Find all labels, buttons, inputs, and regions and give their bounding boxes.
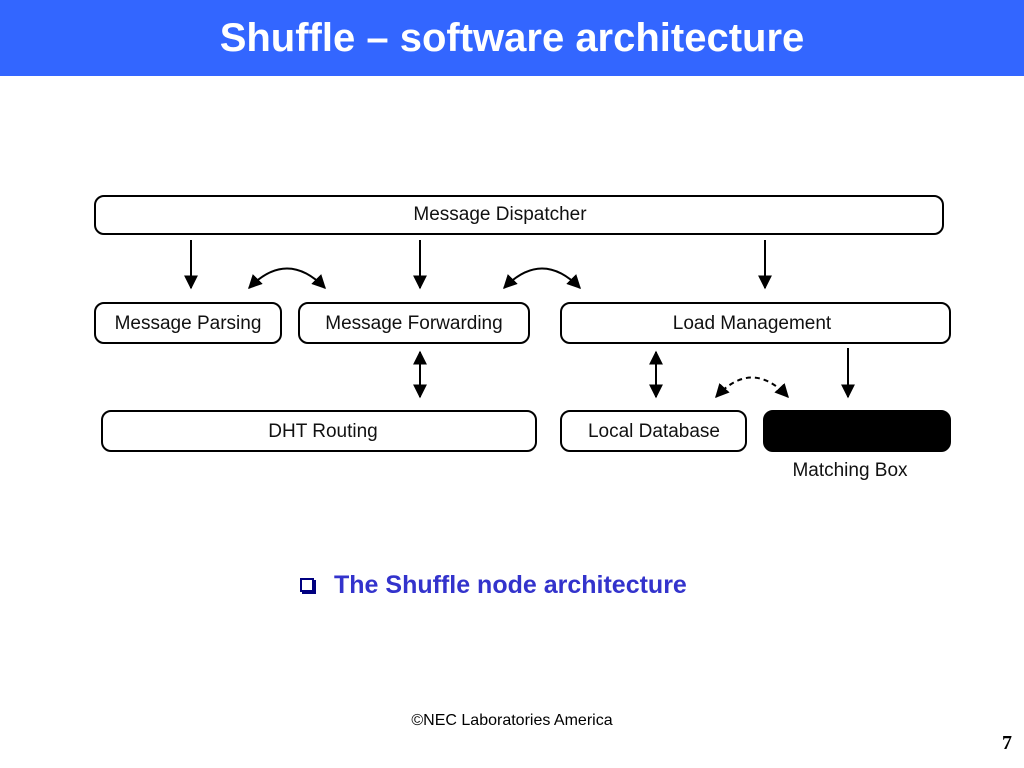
node-matching-box: Matching Box xyxy=(763,410,951,481)
page-number: 7 xyxy=(1002,732,1012,754)
caption: The Shuffle node architecture xyxy=(300,568,687,602)
footer-copyright: ©NEC Laboratories America xyxy=(411,712,613,729)
node-label: Message Dispatcher xyxy=(413,204,587,225)
caption-text: The Shuffle node architecture xyxy=(334,570,687,599)
node-message-forwarding: Message Forwarding xyxy=(298,302,530,344)
slide-title: Shuffle – software architecture xyxy=(219,16,805,60)
arrow-forwarding-load-management-curved xyxy=(503,267,581,290)
title-bar xyxy=(0,0,1024,76)
node-label: Local Database xyxy=(588,421,720,442)
arrow-local-database-matching-box-dashed xyxy=(715,376,789,399)
node-load-management: Load Management xyxy=(560,302,951,344)
node-message-dispatcher: Message Dispatcher xyxy=(94,195,944,235)
node-label: Message Forwarding xyxy=(325,313,502,334)
node-local-database: Local Database xyxy=(560,410,747,452)
node-message-parsing: Message Parsing xyxy=(94,302,282,344)
node-label: DHT Routing xyxy=(268,421,377,442)
hollow-square-bullet-icon xyxy=(300,578,314,592)
node-label: Message Parsing xyxy=(115,313,262,334)
node-label: Load Management xyxy=(673,313,832,334)
arrow-parsing-forwarding-curved xyxy=(248,267,326,290)
node-label: Matching Box xyxy=(792,460,908,481)
node-dht-routing: DHT Routing xyxy=(101,410,537,452)
